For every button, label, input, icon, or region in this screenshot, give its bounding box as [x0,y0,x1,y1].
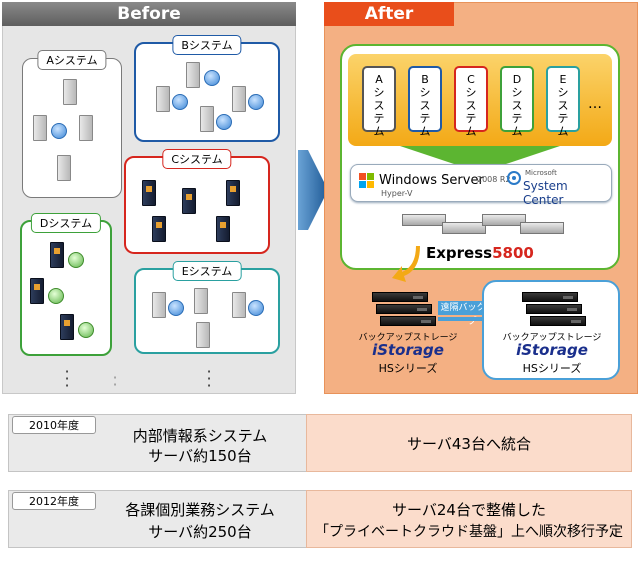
server-blade-icon [482,214,526,226]
row-2010-left-line1: 内部情報系システム [132,427,268,445]
system-d-label: Dシステム [30,213,102,233]
more-dots-icon: ··· [206,362,212,395]
row-2012-right-line2: 「プライベートクラウド基盤」上へ順次移行予定 [315,524,623,540]
storage-icon [522,292,578,302]
row-2012-right-line1: サーバ24台で整備した [392,501,546,519]
express-text: Express5800 [426,244,534,262]
database-icon [48,288,64,304]
curved-arrow-icon [392,246,420,282]
server-icon [50,242,64,268]
database-icon [172,94,188,110]
server-icon [182,188,196,214]
before-title: Before [2,2,296,26]
server-icon [226,180,240,206]
windows-logo-icon [359,173,374,188]
row-2012-left-line1: 各課個別業務システム [125,501,275,519]
storage-series: HSシリーズ [522,362,582,375]
system-b-label: Bシステム [172,35,242,55]
server-icon [156,86,170,112]
server-icon [33,115,47,141]
system-d-box: Dシステム [20,213,112,356]
server-icon [60,314,74,340]
server-icon [79,115,93,141]
database-icon [248,300,264,316]
system-c-label: Cシステム [162,149,232,169]
server-icon [200,106,214,132]
storage-caption: バックアップストレージ [358,333,458,343]
system-e-label: Eシステム [172,261,242,281]
server-icon [142,180,156,206]
system-e-box: Eシステム [134,261,280,354]
row-2010-left-line2: サーバ約150台 [148,447,252,465]
after-title: After [324,2,454,26]
server-icon [196,322,210,348]
storage-caption: バックアップストレージ [502,333,602,343]
system-a-box: Aシステム [22,50,122,198]
right-arrow-icon [298,150,328,230]
server-icon [30,278,44,304]
platform-bar: Windows Server 2008 R2 Hyper-V Microsoft… [350,164,612,207]
storage-icon [376,304,432,314]
storage-brand: iStorage [372,341,444,359]
more-apps: … [588,96,602,112]
row-2010-right-line1: サーバ43台へ統合 [407,435,531,453]
storage-series: HSシリーズ [378,362,438,375]
server-icon [194,288,208,314]
system-center-logo-icon [507,171,521,185]
row-2012-left-line2: サーバ約250台 [148,523,252,541]
server-icon [232,292,246,318]
more-dots-icon: ·· [112,368,118,394]
database-icon [204,70,220,86]
system-b-box: Bシステム [134,35,280,142]
server-blade-icon [402,214,446,226]
microsoft-text: Microsoft [525,169,557,177]
hyperv-text: Hyper-V [381,189,413,198]
server-blade-icon [520,222,564,234]
system-center-text: System Center [523,179,568,207]
row-2012-right [306,490,632,548]
server-icon [57,155,71,181]
year-tag-2012: 2012年度 [12,492,96,510]
server-icon [63,79,77,105]
database-icon [78,322,94,338]
server-icon [216,216,230,242]
database-icon [51,123,67,139]
year-tag-2010: 2010年度 [12,416,96,434]
row-2010-right [306,414,632,472]
server-blade-icon [442,222,486,234]
storage-icon [372,292,428,302]
funnel-icon [400,146,560,166]
more-dots-icon: ··· [64,362,70,395]
storage-icon [530,316,586,326]
server-icon [186,62,200,88]
server-icon [232,86,246,112]
database-icon [216,114,232,130]
system-c-box: Cシステム [124,149,270,254]
database-icon [248,94,264,110]
storage-icon [526,304,582,314]
windows-version-text: 2008 R2 [477,175,511,184]
server-icon [152,292,166,318]
database-icon [168,300,184,316]
windows-server-text: Windows Server [379,173,484,188]
server-icon [152,216,166,242]
database-icon [68,252,84,268]
storage-icon [380,316,436,326]
storage-brand: iStorage [516,341,588,359]
system-a-label: Aシステム [37,50,107,70]
